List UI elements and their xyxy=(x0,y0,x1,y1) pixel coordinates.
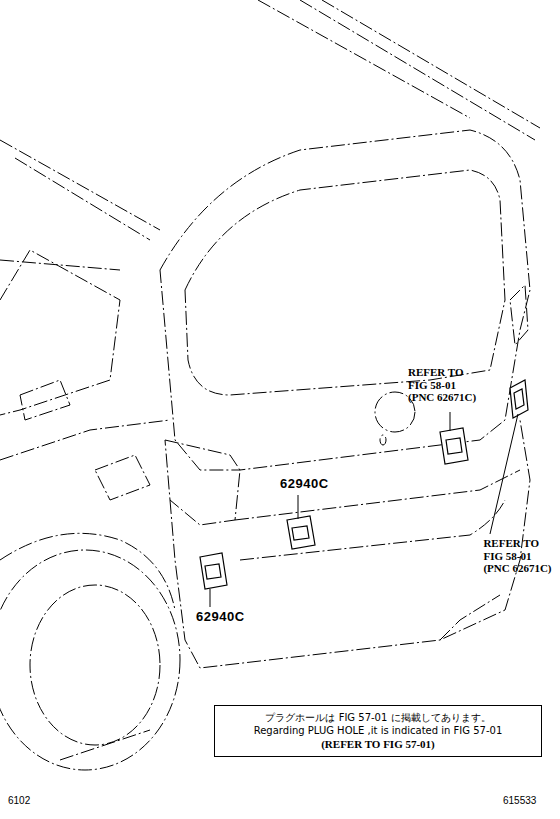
page-code: 6102 xyxy=(8,795,30,806)
reference-note: REFER TO FIG 58-01 (PNC 62671C) xyxy=(483,537,556,575)
note-text: プラグホールは FIG 57-01 に掲載してあります。 xyxy=(223,711,533,724)
reference-note: REFER TO FIG 58-01 (PNC 62671C) xyxy=(408,366,481,404)
note-text: Regarding PLUG HOLE ,it is indicated in … xyxy=(223,724,533,737)
note-text: (REFER TO FIG 57-01) xyxy=(223,737,533,751)
callout-number: 62940C xyxy=(280,476,329,491)
figure-number: 615533 xyxy=(503,795,536,806)
callout-number: 62940C xyxy=(196,609,245,624)
note-box: プラグホールは FIG 57-01 に掲載してあります。Regarding PL… xyxy=(214,705,542,757)
